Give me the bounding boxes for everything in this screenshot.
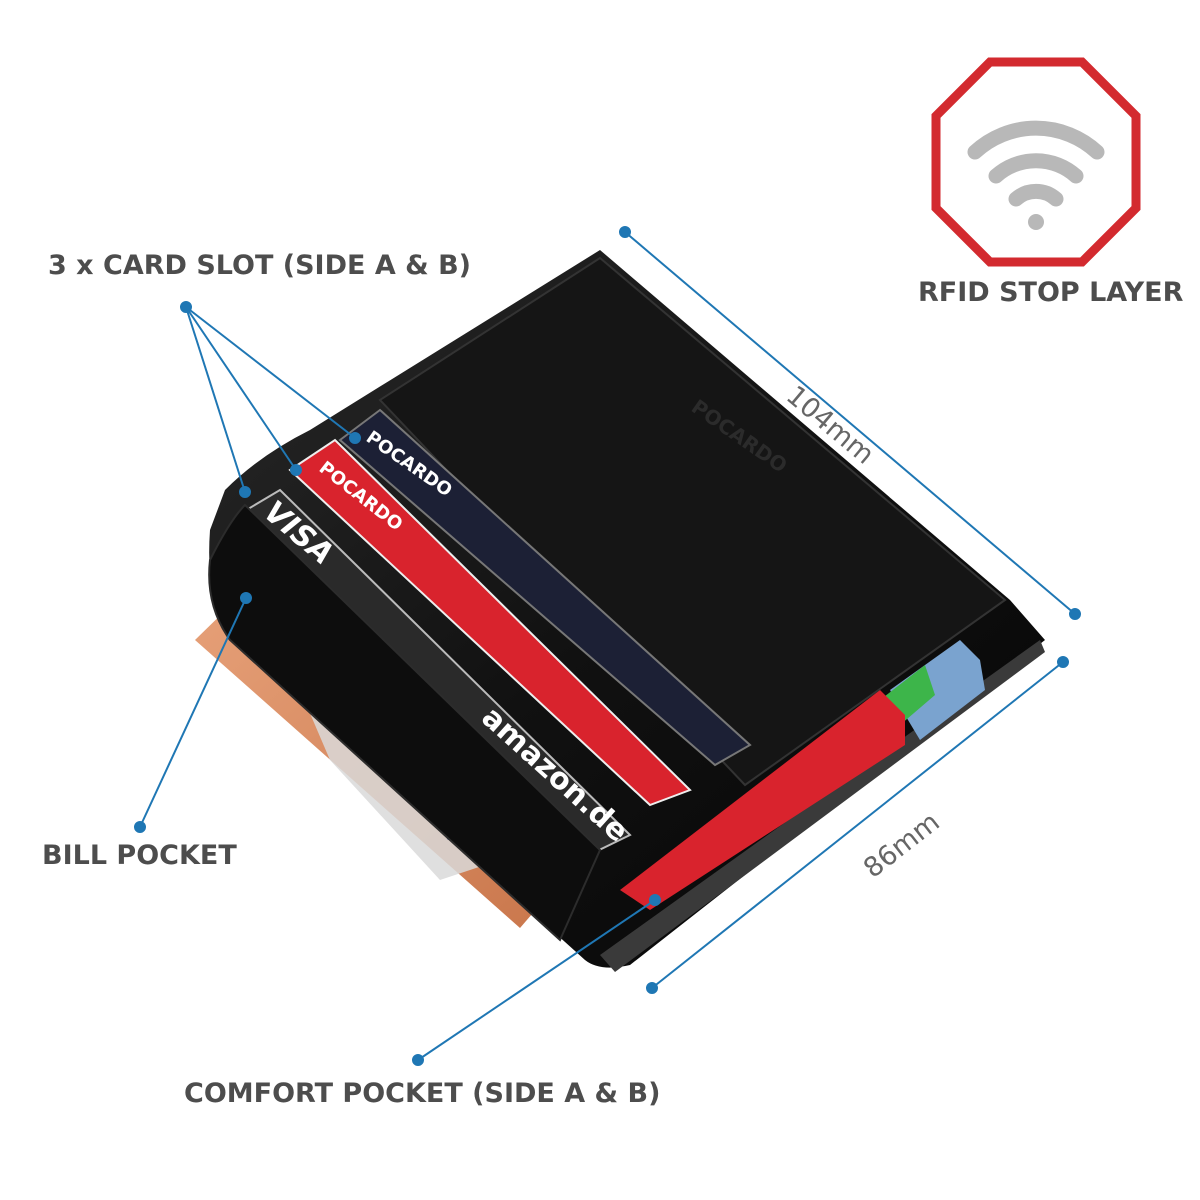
wifi-signal-icon [967, 120, 1105, 207]
front-pocket-panel [208, 503, 602, 942]
comfort-pocket-label: COMFORT POCKET (SIDE A & B) [184, 1078, 661, 1109]
rfid-stop-sign [931, 57, 1141, 267]
rfid-label: RFID STOP LAYER [918, 277, 1184, 308]
annotation-lines [134, 226, 1081, 1066]
card-slot-label: 3 x CARD SLOT (SIDE A & B) [48, 250, 472, 281]
comfort-pocket-cards [620, 640, 985, 910]
bill-pocket-label: BILL POCKET [42, 840, 237, 871]
wifi-dot-icon [1028, 214, 1044, 230]
